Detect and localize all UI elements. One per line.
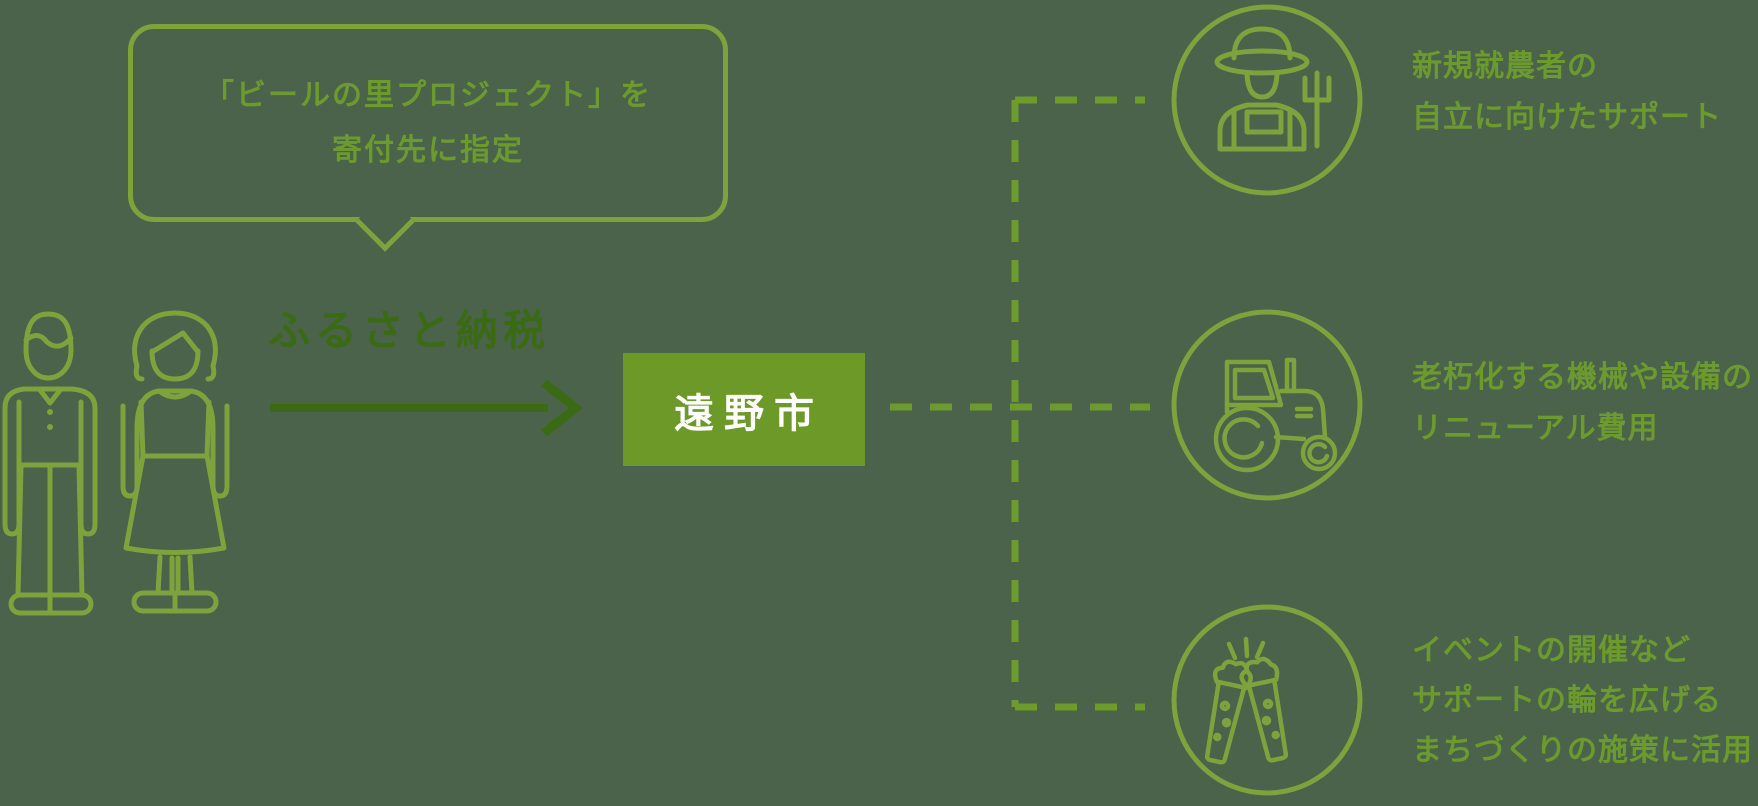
bubble-text-line-1: 「ビールの里プロジェクト」を bbox=[204, 79, 652, 112]
city-box: 遠野市 bbox=[623, 353, 865, 466]
tractor-icon bbox=[1171, 309, 1363, 501]
arrow-right-icon bbox=[270, 379, 584, 437]
man-icon bbox=[2, 311, 98, 616]
donor-couple bbox=[2, 310, 230, 616]
bubble-text-line-2: 寄付先に指定 bbox=[332, 134, 524, 167]
beer-toast-icon bbox=[1171, 604, 1363, 796]
farmer-icon bbox=[1171, 4, 1363, 196]
usage-text-2: 老朽化する機械や設備の リニューアル費用 bbox=[1412, 352, 1753, 454]
usage-text-line: 自立に向けたサポート bbox=[1412, 101, 1722, 134]
usage-text-line: 新規就農者の bbox=[1412, 50, 1598, 83]
furusato-tax-label: ふるさと納税 bbox=[268, 307, 551, 354]
usage-circle bbox=[1171, 4, 1363, 196]
usage-circle bbox=[1171, 604, 1363, 796]
woman-icon bbox=[120, 310, 230, 614]
usage-text-3: イベントの開催など サポートの輪を広げる まちづくりの施策に活用 bbox=[1412, 626, 1753, 776]
usage-circle bbox=[1171, 309, 1363, 501]
usage-text-1: 新規就農者の 自立に向けたサポート bbox=[1412, 41, 1722, 143]
usage-text-line: サポートの輪を広げる bbox=[1412, 684, 1722, 717]
usage-text-line: 老朽化する機械や設備の bbox=[1412, 361, 1753, 394]
city-label: 遠野市 bbox=[674, 391, 824, 436]
usage-text-line: イベントの開催など bbox=[1412, 634, 1691, 667]
speech-bubble: 「ビールの里プロジェクト」を 寄付先に指定 bbox=[128, 24, 728, 222]
usage-text-line: リニューアル費用 bbox=[1412, 412, 1659, 445]
usage-text-line: まちづくりの施策に活用 bbox=[1412, 734, 1753, 767]
